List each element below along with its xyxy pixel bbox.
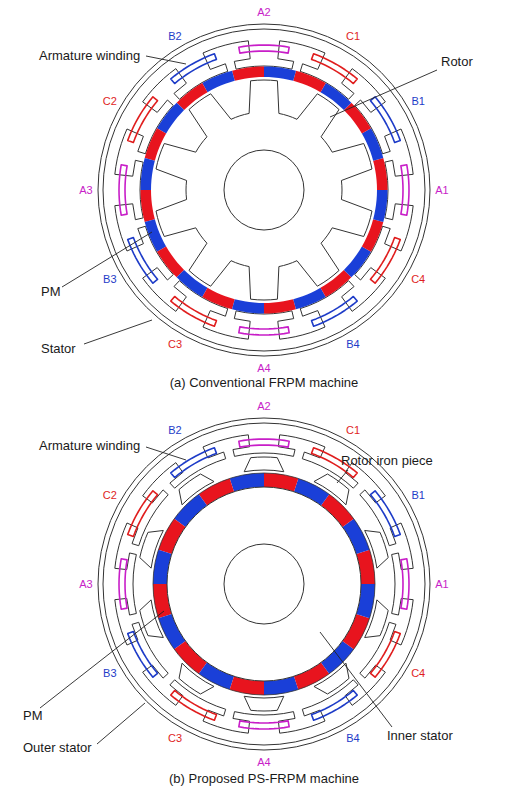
coil-label: A2 — [256, 400, 271, 413]
pm-segment — [141, 158, 155, 190]
part-label: PM — [22, 709, 44, 724]
pm-segment — [157, 247, 184, 278]
armature-coil — [239, 45, 289, 53]
coil-label: A3 — [78, 578, 93, 591]
leader-line — [330, 70, 437, 117]
rotor-iron-piece — [244, 457, 284, 472]
armature-coil — [370, 238, 400, 284]
coil-label: A3 — [78, 184, 93, 197]
coil-label: A1 — [434, 184, 449, 197]
leader-line — [146, 56, 186, 64]
armature-coil — [171, 54, 217, 84]
armature-coil — [239, 439, 289, 447]
part-label: Rotor iron piece — [340, 454, 434, 469]
pm-segment — [157, 103, 184, 134]
armature-coil — [128, 491, 158, 537]
armature-coil — [171, 690, 217, 720]
coil-label: B4 — [345, 338, 360, 351]
coil-label: B2 — [167, 29, 182, 42]
coil-label: B3 — [102, 273, 117, 286]
pm-segment — [202, 71, 235, 92]
coil-label: B1 — [410, 489, 425, 502]
armature-coil — [119, 559, 127, 609]
armature-coil — [370, 632, 400, 678]
coil-label: C3 — [167, 732, 183, 745]
armature-coil — [312, 54, 358, 84]
armature-coil — [171, 296, 217, 326]
pm-segment — [264, 67, 296, 81]
part-label: Outer stator — [22, 741, 93, 756]
armature-coil — [128, 97, 158, 143]
coil-label: B1 — [410, 95, 425, 108]
pm-segment — [264, 299, 296, 313]
rotor-iron-piece — [244, 696, 284, 711]
pm-segment — [202, 288, 235, 309]
figure-caption: (a) Conventional FRPM machine — [169, 376, 360, 391]
armature-coil — [401, 559, 409, 609]
pm-segment — [141, 190, 155, 222]
part-label: Armature winding — [38, 49, 141, 64]
coil-label: C1 — [345, 423, 361, 436]
stator-core — [103, 423, 425, 745]
coil-label: B4 — [345, 732, 360, 745]
armature-coil — [312, 296, 358, 326]
leader-line — [62, 232, 152, 287]
armature-coil — [128, 632, 158, 678]
coil-label: C4 — [410, 273, 426, 286]
coil-label: C2 — [102, 489, 118, 502]
leader-line — [337, 470, 348, 483]
leader-line — [84, 320, 152, 344]
part-label: Rotor — [440, 55, 474, 70]
coil-label: C2 — [102, 95, 118, 108]
part-label: Stator — [40, 342, 77, 357]
coil-label: C4 — [410, 667, 426, 680]
armature-coil — [401, 165, 409, 215]
shaft — [224, 150, 304, 230]
coil-label: A4 — [256, 362, 271, 375]
pm-segment — [293, 288, 326, 309]
part-label: Inner stator — [386, 729, 454, 744]
pm-segment — [344, 247, 371, 278]
coil-label: C1 — [345, 29, 361, 42]
armature-coil — [312, 690, 358, 720]
stator-core — [103, 29, 425, 351]
pm-segment — [293, 71, 326, 92]
coil-label: C3 — [167, 338, 183, 351]
armature-coil — [370, 97, 400, 143]
part-label: Armature winding — [38, 439, 141, 454]
coil-label: A4 — [256, 756, 271, 769]
leader-line — [40, 611, 164, 708]
housing-ring — [98, 24, 430, 356]
pm-segment — [232, 67, 264, 81]
figure-caption: (b) Proposed PS-FRPM machine — [168, 772, 360, 787]
coil-label: A2 — [256, 6, 271, 19]
coil-label: B3 — [102, 667, 117, 680]
armature-coil — [119, 165, 127, 215]
pm-segment — [373, 158, 387, 190]
armature-coil — [239, 721, 289, 729]
armature-coil — [239, 327, 289, 335]
pm-segment — [373, 190, 387, 222]
inner-stator-outline — [153, 473, 375, 695]
coil-label: B2 — [167, 423, 182, 436]
leader-line — [146, 447, 186, 460]
part-label: PM — [40, 285, 62, 300]
inner-stator — [167, 487, 361, 681]
pm-segment — [232, 299, 264, 313]
coil-label: A1 — [434, 578, 449, 591]
pm-segment — [344, 103, 371, 134]
housing-ring — [98, 418, 430, 750]
armature-coil — [171, 448, 217, 478]
armature-coil — [370, 491, 400, 537]
shaft — [224, 544, 304, 624]
leader-line — [320, 632, 392, 727]
leader-line — [97, 703, 145, 744]
